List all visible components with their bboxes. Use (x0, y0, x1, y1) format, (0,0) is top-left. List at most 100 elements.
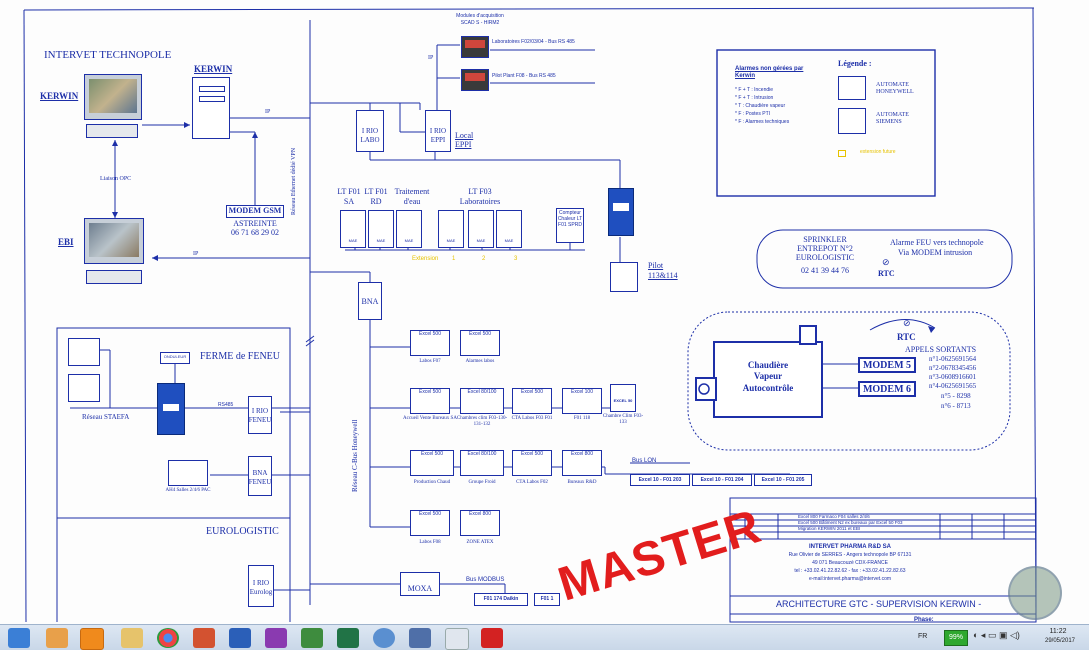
irio-labo-label-2: LABO (360, 136, 380, 144)
ebi-keyboard (86, 270, 142, 284)
irio-eppi-label-1: I RIO (429, 127, 447, 135)
module-labo-device (461, 36, 489, 58)
excel-controller: Excel 500 (410, 510, 450, 536)
alarme-feu-2: Via MODEM intrusion (898, 248, 973, 257)
notification-icons[interactable]: ◐ ◂ ▭ ▣ ◁) (973, 630, 1020, 640)
excel-icon[interactable] (337, 628, 359, 648)
modules-title-1: Modules d'acquisition (456, 13, 504, 19)
excel-label: F01 118 (573, 416, 591, 421)
excel-label: Alarmes labos (465, 359, 495, 364)
excel-tag: Excel 500 (419, 511, 441, 517)
wiring-lines (23, 7, 1037, 623)
revision-entry: Excel 500 Bâtiment N2 ex bureaux par Exc… (798, 520, 903, 525)
clock-date[interactable]: 29/05/2017 (1044, 638, 1076, 644)
media-player-icon[interactable] (46, 628, 68, 648)
traitement-label-2: d'eau (403, 197, 421, 206)
pilot-device (610, 262, 638, 292)
legend-siemens-1: AUTOMATE (876, 112, 909, 118)
excel-label: Accueil Vente Bureaux SA (403, 416, 457, 421)
bna-feneu-label-1: BNA (252, 469, 268, 477)
reseau-staefa-label: Réseau STAEFA (82, 413, 130, 421)
excel-pac-controller (168, 460, 208, 486)
sprinkler-phone: 02 41 39 44 76 (801, 266, 849, 275)
legend-honeywell-icon (838, 76, 866, 100)
chrome-icon[interactable] (157, 628, 179, 648)
siemens-feneu-cabinet (157, 383, 185, 435)
clock-time[interactable]: 11:22 (1049, 628, 1067, 635)
overlay-circle-button[interactable] (1008, 566, 1062, 620)
excel50-device: EXCEL 50 (610, 384, 636, 412)
explorer-icon[interactable] (121, 628, 143, 648)
appel-number: n°2-0678345456 (929, 364, 977, 372)
powerpoint-icon[interactable] (193, 628, 215, 648)
bna-feneu (248, 456, 272, 496)
chambre-clim-label: Chambre Clim F03-133 (602, 414, 644, 425)
kerwin-station-label: KERWIN (40, 91, 79, 101)
excel-tag: Excel 500 (421, 451, 443, 457)
lt-f03-label-2: Laboratoires (459, 197, 501, 206)
revision-entry: Excel 800 Farmaco F04 salles 2/4/6 (798, 514, 870, 519)
network-icon[interactable] (409, 628, 431, 648)
traitement-label-1: Traitement (394, 187, 430, 196)
sprinkler-label-3: EUROLOGISTIC (795, 253, 855, 262)
f01-short-box: F01 1 (534, 593, 560, 606)
pilot-label-1: Pilot (648, 261, 664, 270)
legend-alarm: * F : Postes PTI (735, 111, 771, 117)
appel-number: n°5 - 8298 (941, 392, 971, 400)
excel-tag: Excel 500 (419, 331, 441, 337)
excel-tag: Excel 80/100 (467, 451, 497, 457)
onenote-icon[interactable] (265, 628, 287, 648)
legend-alarm: * F : Alarmes techniques (735, 119, 790, 125)
kerwin-monitor (84, 74, 142, 120)
word-icon[interactable] (229, 628, 251, 648)
remote-desktop-icon[interactable] (373, 628, 395, 648)
legende-title: Légende : (838, 59, 872, 68)
legend-siemens-icon (838, 108, 866, 134)
rtc2-label: RTC (897, 332, 916, 342)
lt-f03-panel-1: MAE (438, 210, 464, 248)
rtc-icon: ⊘ (882, 257, 890, 267)
lt-f01-rd-label-2: RD (370, 197, 382, 206)
ip-label-bottom: IP (193, 251, 199, 257)
ondulateur-box (160, 352, 190, 364)
siemens-pilot-cabinet (608, 188, 634, 236)
excel50-label: EXCEL 50 (613, 398, 633, 403)
siemens-device (68, 374, 100, 402)
appel-number: n°6 - 8713 (941, 402, 971, 410)
battery-percent: 99% (948, 634, 963, 641)
compteur-label: Compteur Chaleur LT F01 SPRD (557, 210, 583, 228)
ie-icon[interactable] (8, 628, 30, 648)
chaudiere-label-2: Vapeur (753, 371, 783, 381)
bna-device (358, 282, 382, 320)
irio-eurolog (248, 565, 274, 607)
lt-f03-panel-2: MAE (468, 210, 494, 248)
address-line: e-mail:intervet.pharma@intervet.com (808, 576, 892, 582)
yellow-1: 1 (452, 256, 456, 262)
irio-feneu (248, 396, 272, 434)
outlook-icon[interactable] (80, 628, 104, 650)
moxa-device (400, 572, 440, 596)
yellow-extension: Extension (412, 256, 439, 262)
ondulateur-label: ONDULEUR (163, 354, 187, 359)
language-indicator[interactable]: FR (918, 633, 928, 640)
project-icon[interactable] (301, 628, 323, 648)
address-line: tel : +33.02.41.22.82.62 - fax : +33.02.… (794, 568, 906, 574)
yellow-2: 2 (482, 256, 486, 262)
excel-controller: Excel 500 (512, 450, 552, 476)
legend-alarm: * F + T : Incendie (735, 87, 774, 93)
modem-6: MODEM 6 (858, 381, 916, 397)
rs485-label: RS485 (218, 402, 234, 408)
excel-controller: Excel 500 (410, 388, 450, 414)
address-line: Rue Olivier de SERRES - Angers technopol… (788, 552, 912, 558)
java-icon[interactable] (445, 628, 469, 650)
appel-number: n°4-0625691565 (929, 382, 977, 390)
architecture-title: ARCHITECTURE GTC - SUPERVISION KERWIN - (776, 599, 982, 609)
acrobat-icon[interactable] (481, 628, 503, 648)
battery-indicator[interactable]: 99% (944, 630, 968, 646)
moxa-label: MOXA (407, 584, 433, 593)
panel-tag: MAE (348, 238, 358, 243)
excel-controller: Excel 80/100 (460, 450, 504, 476)
excel-label: Production Chaud (413, 480, 451, 485)
pac-label: AH4 Salles 2/4/6 PAC (165, 488, 211, 493)
modem-gsm-label: MODEM GSM (228, 206, 282, 215)
